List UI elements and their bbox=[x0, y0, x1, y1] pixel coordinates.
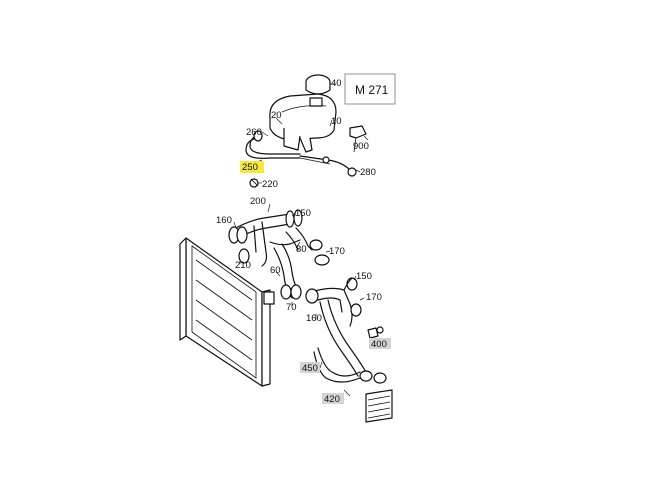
label-200[interactable]: 200 bbox=[250, 196, 266, 207]
hose-250 bbox=[245, 130, 357, 177]
hose-60 bbox=[273, 243, 302, 300]
label-420[interactable]: 420 bbox=[324, 394, 340, 405]
hose-450 bbox=[313, 347, 387, 384]
label-40[interactable]: 40 bbox=[331, 78, 342, 89]
label-280[interactable]: 280 bbox=[360, 167, 376, 178]
radiator bbox=[179, 237, 275, 387]
label-400[interactable]: 400 bbox=[371, 339, 387, 350]
label-150-top[interactable]: 150 bbox=[295, 208, 311, 219]
label-80[interactable]: 80 bbox=[296, 244, 307, 255]
label-210[interactable]: 210 bbox=[235, 260, 251, 271]
tag-450 bbox=[300, 362, 320, 373]
clip-220 bbox=[249, 178, 259, 188]
label-260[interactable]: 260 bbox=[246, 127, 262, 138]
tank-cap bbox=[305, 74, 331, 95]
label-220[interactable]: 220 bbox=[262, 179, 278, 190]
hose-assembly-right bbox=[305, 277, 367, 377]
engine-code-text: M 271 bbox=[355, 83, 389, 97]
label-900[interactable]: 900 bbox=[353, 141, 369, 152]
label-160-top[interactable]: 160 bbox=[216, 215, 232, 226]
expansion-tank bbox=[269, 93, 337, 153]
fitting-400 bbox=[367, 326, 384, 339]
label-20[interactable]: 20 bbox=[271, 110, 282, 121]
hose-80 bbox=[269, 227, 330, 266]
part-labels: 40 20 10 260 900 250 280 220 200 150 160… bbox=[216, 78, 387, 405]
label-60[interactable]: 60 bbox=[270, 265, 281, 276]
hose-200 bbox=[228, 213, 291, 267]
label-150-right[interactable]: 150 bbox=[356, 271, 372, 282]
engine-code-box: M 271 bbox=[344, 73, 396, 105]
label-450[interactable]: 450 bbox=[302, 363, 318, 374]
label-250[interactable]: 250 bbox=[242, 162, 258, 173]
label-10[interactable]: 10 bbox=[331, 116, 342, 127]
tag-420 bbox=[322, 393, 344, 404]
leader-lines bbox=[233, 83, 377, 397]
oil-cooler bbox=[365, 389, 393, 423]
tag-400 bbox=[369, 338, 391, 349]
highlight-tag-250 bbox=[240, 161, 264, 173]
label-160-right[interactable]: 160 bbox=[306, 313, 322, 324]
label-170-right[interactable]: 170 bbox=[366, 292, 382, 303]
sensor bbox=[349, 125, 367, 153]
label-70[interactable]: 70 bbox=[286, 302, 297, 313]
label-170-top[interactable]: 170 bbox=[329, 246, 345, 257]
